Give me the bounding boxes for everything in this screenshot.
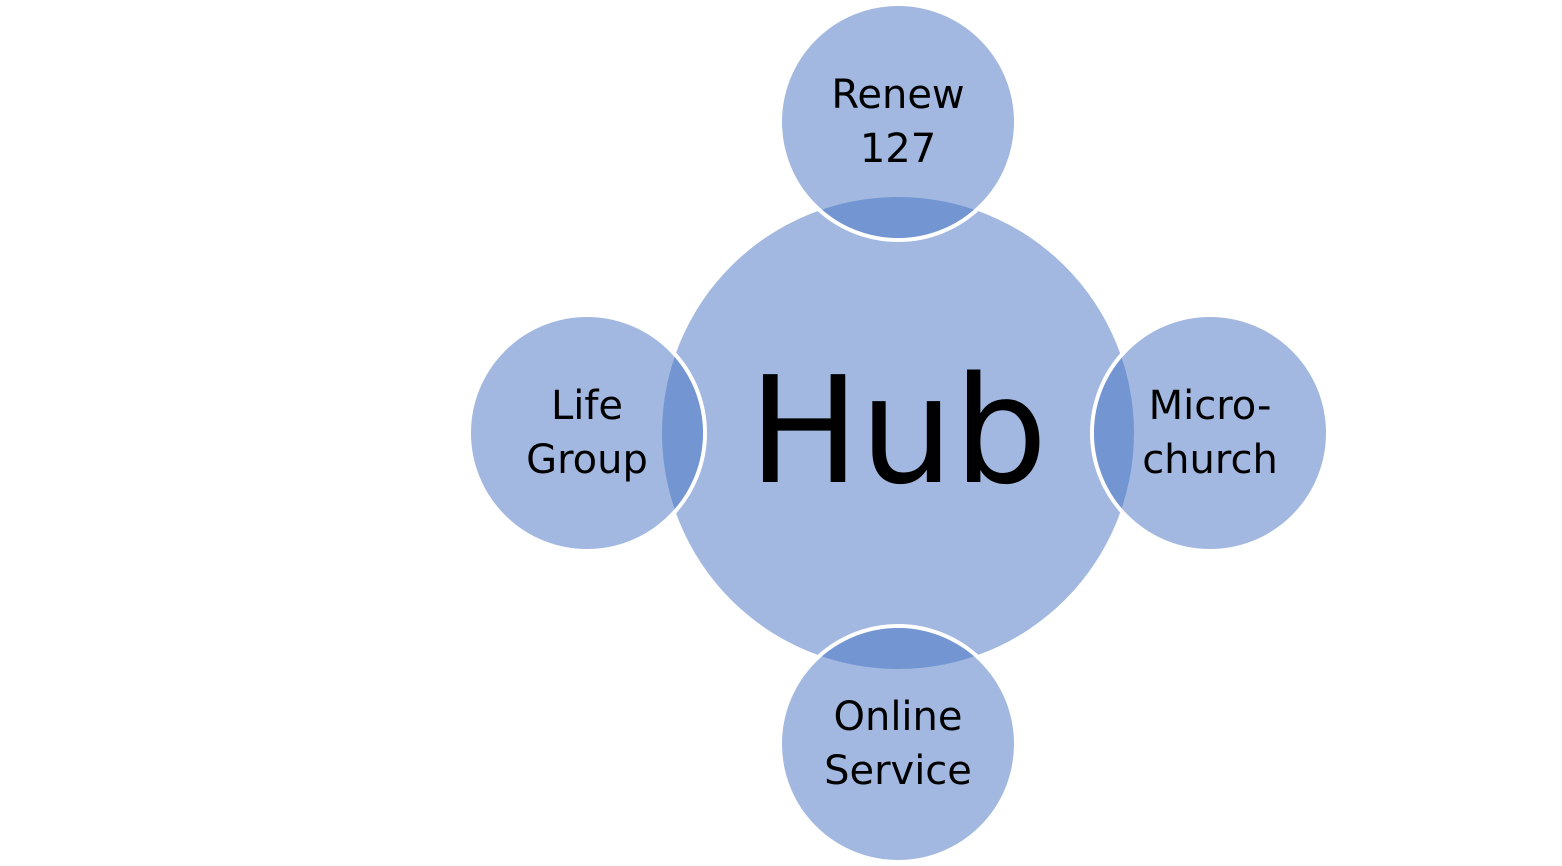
node-label: Renew bbox=[831, 72, 964, 118]
hub-label: Hub bbox=[748, 345, 1047, 517]
node-label: Online bbox=[833, 694, 962, 740]
hub-circle bbox=[662, 197, 1134, 669]
node-label: Group bbox=[526, 437, 648, 483]
node-microchurch: Micro- church bbox=[1090, 313, 1330, 553]
node-life-group: Life Group bbox=[467, 313, 707, 553]
node-online-service: Online Service bbox=[778, 624, 1018, 864]
node-label: Life bbox=[551, 383, 623, 429]
node-label: Micro- bbox=[1149, 383, 1272, 429]
node-label: 127 bbox=[860, 126, 936, 172]
node-label: church bbox=[1142, 437, 1278, 483]
node-label: Service bbox=[824, 748, 972, 794]
node-renew: Renew 127 bbox=[778, 2, 1018, 242]
